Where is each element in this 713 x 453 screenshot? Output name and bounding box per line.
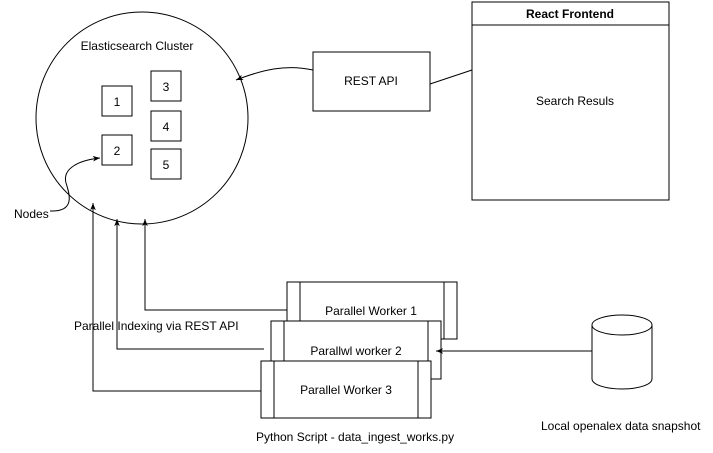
data-snapshot-database[interactable] (591, 314, 653, 390)
node-label: 5 (163, 158, 170, 172)
indexing-label: Parallel Indexing via REST API (74, 319, 239, 333)
worker-label: Parallel Worker 3 (300, 383, 392, 397)
elasticsearch-cluster[interactable]: Elasticsearch Cluster (35, 11, 249, 225)
node-label: 3 (163, 80, 170, 94)
frontend-body: Search Resuls (536, 94, 614, 108)
cluster-node-4[interactable]: 4 (150, 110, 182, 142)
node-label: 1 (114, 95, 121, 109)
rest-api-box[interactable]: REST API (312, 51, 431, 112)
frontend-title: React Frontend (526, 7, 614, 21)
cluster-node-1[interactable]: 1 (101, 85, 133, 117)
rest-api-to-cluster-arrow (235, 67, 314, 81)
node-label: 2 (114, 144, 121, 158)
frontend-to-rest-api-line (429, 69, 473, 85)
datastore-label: Local openalex data snapshot (541, 419, 701, 433)
nodes-annotation: Nodes (14, 207, 49, 221)
script-label: Python Script - data_ingest_works.py (256, 430, 454, 444)
cluster-title: Elasticsearch Cluster (81, 39, 194, 53)
parallel-worker-3[interactable]: Parallel Worker 3 (260, 360, 432, 419)
cluster-node-2[interactable]: 2 (101, 134, 133, 166)
worker-label: Parallwl worker 2 (310, 344, 402, 358)
worker-2-to-cluster-arrow (114, 219, 264, 350)
cluster-node-3[interactable]: 3 (150, 70, 182, 102)
nodes-annotation-arrow (49, 155, 101, 212)
worker-label: Parallel Worker 1 (325, 304, 417, 318)
worker-1-to-cluster-arrow (142, 219, 287, 311)
node-label: 4 (163, 120, 170, 134)
cluster-node-5[interactable]: 5 (150, 148, 182, 180)
react-frontend-panel[interactable]: React Frontend Search Resuls (471, 1, 670, 201)
rest-api-label: REST API (344, 74, 398, 88)
worker-3-to-cluster-arrow (90, 203, 261, 392)
